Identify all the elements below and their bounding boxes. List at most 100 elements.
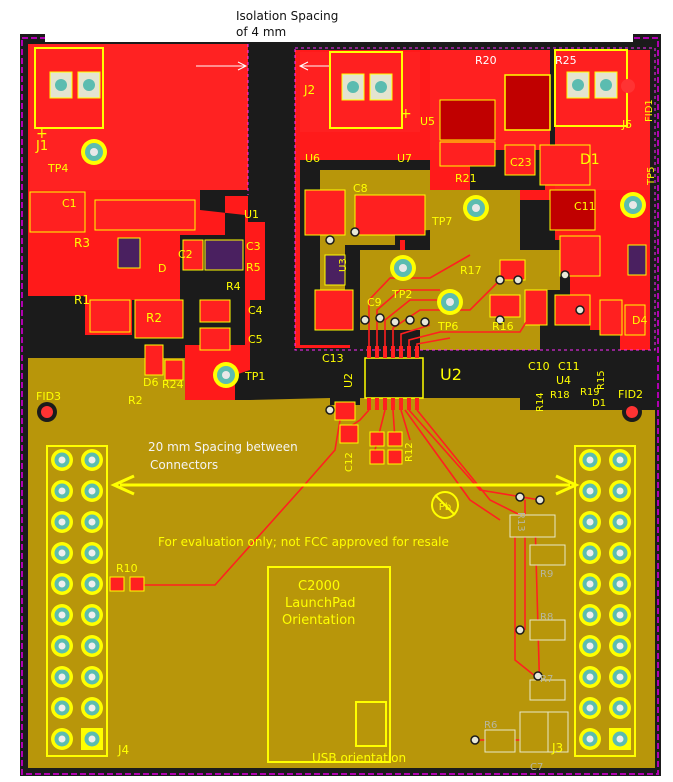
label-r20: R20 [475, 54, 497, 67]
test-point-tp5 [620, 192, 646, 218]
fiducial-fid2 [622, 402, 642, 422]
label-fid3: FID3 [36, 390, 61, 403]
header-pin-hole [88, 642, 96, 650]
label-r7: R7 [540, 674, 553, 685]
label-u1: U1 [244, 208, 259, 221]
header-pin-hole [616, 611, 624, 619]
header-pin-hole [586, 642, 594, 650]
label-tp5: TP5 [646, 166, 657, 186]
label-r10: R10 [116, 562, 138, 575]
ground-pour-bottom [28, 358, 655, 768]
isolation-note-2: of 4 mm [236, 25, 287, 39]
label-r5: R5 [246, 261, 261, 274]
label-u2: U2 [342, 373, 355, 388]
usb-outline [355, 701, 387, 747]
header-pin-hole [88, 673, 96, 681]
label-fid2: FID2 [618, 388, 643, 401]
launchpad-label-3: Orientation [282, 613, 355, 628]
header-pin-hole [58, 456, 66, 464]
label-j1: J1 [35, 139, 48, 154]
header-pin-hole [586, 487, 594, 495]
label-r9: R9 [540, 569, 553, 580]
header-pin-hole [616, 487, 624, 495]
test-point-tp6 [437, 289, 463, 315]
isolation-note-1: Isolation Spacing [236, 9, 339, 23]
test-point-tp4 [81, 139, 107, 165]
label-r25: R25 [555, 54, 577, 67]
header-pin-hole [586, 518, 594, 526]
label-j4: J4 [117, 743, 129, 757]
label-r2: R2 [146, 311, 162, 325]
label-r2b: R2 [128, 394, 143, 407]
pb-free-icon: Pb [431, 491, 459, 519]
header-pin-hole [58, 580, 66, 588]
launchpad-outline [267, 566, 391, 763]
label-c9: C9 [367, 296, 382, 309]
label-r1: R1 [74, 293, 90, 307]
header-pin-hole [616, 704, 624, 712]
label-j3: J3 [551, 741, 563, 755]
ic-u2 [364, 346, 424, 410]
header-pin-hole [58, 704, 66, 712]
header-pin-hole [616, 735, 624, 743]
header-pin-hole [88, 580, 96, 588]
label-tp1: TP1 [244, 370, 265, 383]
header-pin-hole [58, 487, 66, 495]
label-d6: D6 [143, 376, 158, 389]
label-u6: U6 [305, 152, 320, 165]
spacing-note-1: 20 mm Spacing between [148, 440, 298, 454]
label-c8: C8 [353, 182, 368, 195]
header-pin-hole [88, 487, 96, 495]
spacing-note-2: Connectors [150, 458, 219, 472]
launchpad-label-2: LaunchPad [285, 596, 356, 611]
header-pin-hole [58, 518, 66, 526]
label-c13: C13 [322, 352, 344, 365]
header-pin-hole [88, 518, 96, 526]
header-pin-hole [586, 456, 594, 464]
header-pin-hole [616, 580, 624, 588]
header-pin-hole [88, 611, 96, 619]
label-u2-big: U2 [440, 365, 462, 384]
header-pin-hole [616, 518, 624, 526]
label-r6: R6 [484, 720, 497, 731]
header-pin-hole [58, 673, 66, 681]
header-pin-hole [586, 549, 594, 557]
label-d1: D1 [592, 398, 606, 409]
label-c12: C12 [344, 452, 355, 472]
header-pin-hole [58, 642, 66, 650]
header-pin-hole [616, 673, 624, 681]
test-point-tp7 [463, 195, 489, 221]
label-d4: D4 [632, 314, 647, 327]
header-pin-hole [616, 456, 624, 464]
label-j5: J5 [621, 118, 632, 131]
test-point-tp2 [390, 255, 416, 281]
launchpad-label-1: C2000 [298, 579, 340, 594]
header-pin-hole [586, 735, 594, 743]
spacing-arrow [110, 474, 580, 496]
label-tp2: TP2 [391, 288, 412, 301]
evaluation-notice: For evaluation only; not FCC approved fo… [158, 535, 449, 549]
label-c5: C5 [248, 333, 263, 346]
label-r21: R21 [455, 172, 477, 185]
header-pin-hole [586, 704, 594, 712]
label-tp6: TP6 [437, 320, 458, 333]
test-point-tp1 [213, 362, 239, 388]
label-d1b: D1 [580, 152, 600, 168]
label-r14: R14 [535, 392, 546, 412]
label-r19: R19 [580, 387, 600, 398]
label-r17: R17 [460, 264, 482, 277]
connector-j1 [34, 47, 104, 129]
label-c11: C11 [558, 360, 580, 373]
header-pin-hole [616, 549, 624, 557]
label-c1: C1 [62, 197, 77, 210]
header-pin-hole [88, 735, 96, 743]
label-tp4: TP4 [47, 162, 68, 175]
header-pin-hole [88, 704, 96, 712]
header-pin-hole [586, 673, 594, 681]
label-r8: R8 [540, 612, 553, 623]
label-d2: D [158, 262, 166, 275]
connector-j5 [554, 49, 628, 127]
header-pin-hole [58, 611, 66, 619]
